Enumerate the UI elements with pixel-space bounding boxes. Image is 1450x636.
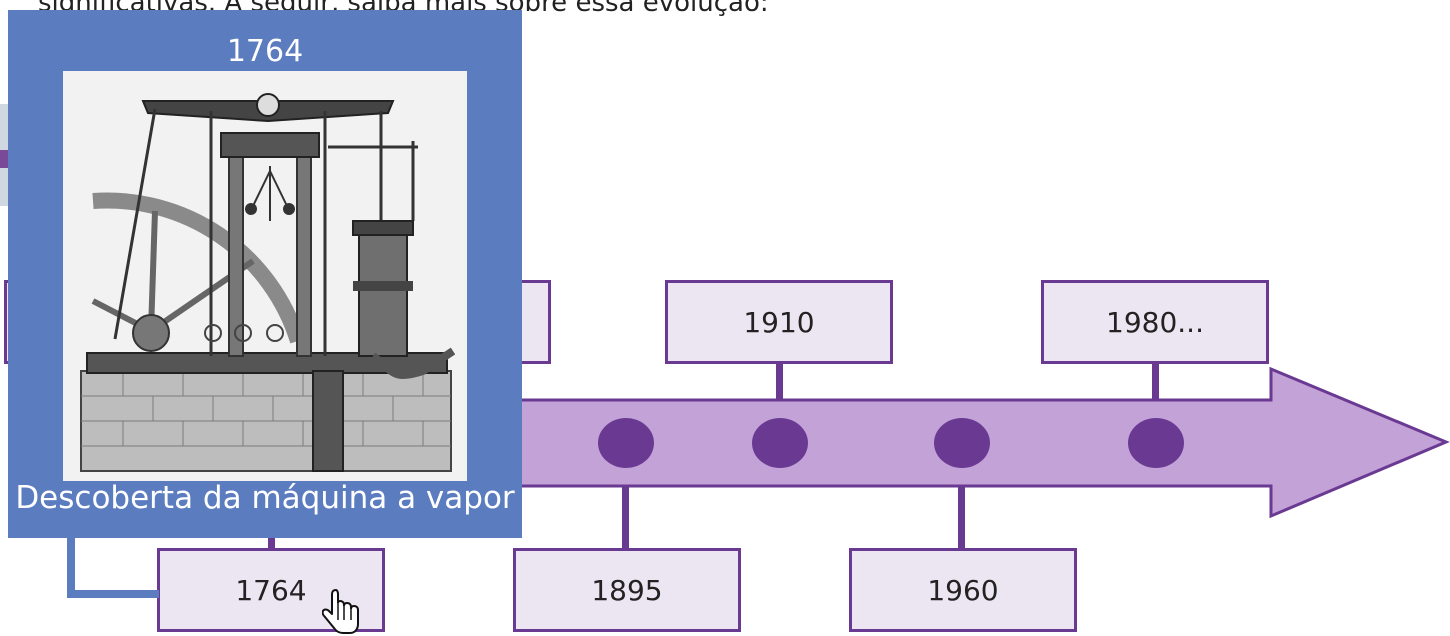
milestone-tooltip: 1764	[8, 10, 522, 538]
timeline-dot-1895[interactable]	[598, 418, 654, 468]
tooltip-connector	[67, 536, 75, 598]
tooltip-connector-horizontal	[67, 590, 159, 598]
timeline-box-1960[interactable]: 1960	[849, 548, 1077, 632]
tooltip-caption: Descoberta da máquina a vapor	[15, 480, 515, 516]
steam-engine-engraving-icon	[63, 71, 467, 481]
timeline-dot-1960[interactable]	[934, 418, 990, 468]
timeline-box-1910[interactable]: 1910	[665, 280, 893, 364]
timeline-dot-1980[interactable]	[1128, 418, 1184, 468]
hand-pointer-icon	[322, 589, 359, 634]
side-panel-marker	[0, 150, 10, 168]
stem-1980	[1152, 364, 1159, 400]
timeline-box-1895[interactable]: 1895	[513, 548, 741, 632]
stem-1910	[776, 364, 783, 400]
timeline-dot-1910[interactable]	[752, 418, 808, 468]
timeline-arrow-shape	[378, 366, 1450, 519]
timeline-box-1980[interactable]: 1980...	[1041, 280, 1269, 364]
stem-1895	[622, 486, 629, 548]
tooltip-year: 1764	[226, 34, 304, 69]
stem-1960	[958, 486, 965, 548]
